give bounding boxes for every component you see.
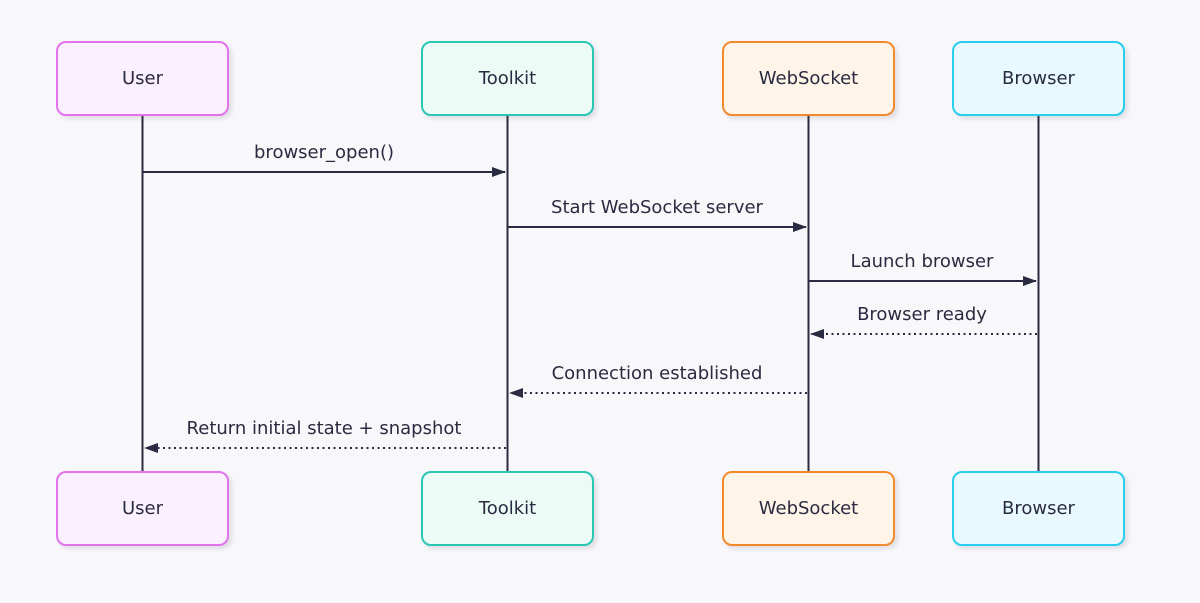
actor-box-toolkit-top: Toolkit [421,41,594,116]
actor-box-browser-top: Browser [952,41,1125,116]
actor-box-browser-bottom: Browser [952,471,1125,546]
message-label-launch-browser: Launch browser [850,251,994,272]
message-label-browser-open: browser_open() [254,142,394,163]
actor-box-websocket-top: WebSocket [722,41,895,116]
actor-box-user-top: User [56,41,229,116]
message-label-start-websocket-server: Start WebSocket server [551,197,763,218]
actor-label-user-top: User [121,68,164,89]
actor-label-user-bottom: User [121,498,164,519]
message-label-connection-established: Connection established [551,363,763,384]
actor-label-websocket-bottom: WebSocket [758,498,859,519]
actor-label-toolkit-bottom: Toolkit [478,498,537,519]
actor-label-toolkit-top: Toolkit [478,68,537,89]
actor-label-browser-bottom: Browser [1002,498,1075,519]
actor-label-browser-top: Browser [1002,68,1075,89]
actor-box-toolkit-bottom: Toolkit [421,471,594,546]
message-label-browser-ready: Browser ready [857,304,987,325]
actor-box-websocket-bottom: WebSocket [722,471,895,546]
actor-box-user-bottom: User [56,471,229,546]
actor-label-websocket-top: WebSocket [758,68,859,89]
message-label-return-initial-state: Return initial state + snapshot [186,418,462,439]
